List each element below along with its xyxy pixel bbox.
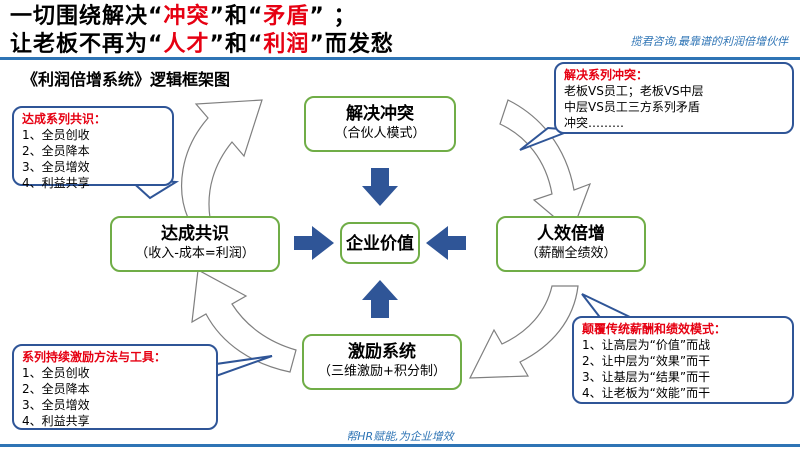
node-right-subtitle: （薪酬全绩效） bbox=[525, 246, 617, 261]
callout-bottom-left-item: 4、利益共享 bbox=[22, 414, 90, 428]
callout-top-left: 达成系列共识： 1、全员创收 2、全员降本 3、全员增效 4、利益共享 bbox=[12, 106, 174, 190]
curved-arrow-right-down bbox=[469, 285, 579, 379]
callout-bottom-right-item: 4、让老板为“效能”而干 bbox=[582, 386, 711, 400]
headline-2b: 人才 bbox=[163, 32, 210, 57]
node-left-subtitle: （收入-成本=利润） bbox=[135, 246, 255, 261]
footer-slogan: 帮HR赋能,为企业增效 bbox=[346, 430, 454, 443]
footer-divider bbox=[0, 444, 800, 447]
callout-top-left-item: 1、全员创收 bbox=[22, 128, 90, 142]
headline-2a: 让老板不再为“ bbox=[10, 32, 164, 57]
callout-top-right-item: 中层VS员工三方系列矛盾 bbox=[564, 100, 700, 114]
node-left-title: 达成共识 bbox=[161, 224, 229, 244]
callout-bottom-left: 系列持续激励方法与工具： 1、全员创收 2、全员降本 3、全员增效 4、利益共享 bbox=[12, 344, 218, 430]
callout-top-right-item: 冲突……… bbox=[564, 116, 625, 130]
headline-1c: ”和“ bbox=[209, 4, 264, 29]
callout-bottom-right-item: 1、让高层为“价值”而战 bbox=[582, 338, 711, 352]
callout-bottom-right-item: 3、让基层为“结果”而干 bbox=[582, 370, 711, 384]
callout-bottom-left-item: 3、全员增效 bbox=[22, 398, 90, 412]
headline-1e: ” ； bbox=[309, 4, 357, 29]
headline-line-2: 让老板不再为“人才”和“利润”而发愁 bbox=[10, 32, 394, 58]
headline-2d: 利润 bbox=[263, 32, 310, 57]
node-bottom-subtitle: （三维激励+积分制） bbox=[318, 364, 446, 379]
node-left: 达成共识 （收入-成本=利润） bbox=[110, 216, 280, 272]
callout-bottom-left-item: 1、全员创收 bbox=[22, 366, 90, 380]
node-right-title: 人效倍增 bbox=[537, 224, 605, 244]
headline-1b: 冲突 bbox=[163, 4, 210, 29]
arrow-left-to-center bbox=[426, 226, 466, 260]
callout-top-left-item: 4、利益共享 bbox=[22, 176, 90, 190]
arrow-right-to-center bbox=[294, 226, 334, 260]
headline-1a: 一切围绕解决“ bbox=[10, 4, 164, 29]
callout-top-left-item: 3、全员增效 bbox=[22, 160, 90, 174]
node-top-subtitle: （合伙人模式） bbox=[334, 126, 426, 141]
node-bottom-title: 激励系统 bbox=[348, 342, 416, 362]
headline-line-1: 一切围绕解决“冲突”和“矛盾” ； bbox=[10, 4, 357, 30]
callout-top-left-item: 2、全员降本 bbox=[22, 144, 90, 158]
callout-top-right-title: 解决系列冲突： bbox=[564, 68, 649, 82]
callout-bottom-right-title: 颠覆传统薪酬和绩效模式： bbox=[582, 322, 727, 336]
callout-bottom-left-item: 2、全员降本 bbox=[22, 382, 90, 396]
node-bottom: 激励系统 （三维激励+积分制） bbox=[302, 334, 462, 390]
headline-2c: ”和“ bbox=[209, 32, 264, 57]
arrow-down-to-center bbox=[362, 168, 398, 206]
node-center-title: 企业价值 bbox=[346, 234, 414, 254]
headline-1d: 矛盾 bbox=[263, 4, 310, 29]
node-right: 人效倍增 （薪酬全绩效） bbox=[496, 216, 646, 272]
brand-tagline: 揽君咨询,最靠谱的利润倍增伙伴 bbox=[630, 35, 789, 48]
header-divider bbox=[0, 57, 800, 60]
callout-bottom-right-item: 2、让中层为“效果”而干 bbox=[582, 354, 711, 368]
node-center: 企业价值 bbox=[340, 222, 420, 264]
diagram-subtitle: 《利润倍增系统》逻辑框架图 bbox=[22, 70, 231, 89]
callout-top-right: 解决系列冲突： 老板VS员工；老板VS中层 中层VS员工三方系列矛盾 冲突……… bbox=[554, 62, 794, 134]
arrow-up-to-center bbox=[362, 280, 398, 318]
curved-arrow-left-up bbox=[181, 99, 263, 219]
node-top-title: 解决冲突 bbox=[346, 104, 414, 124]
headline-2e: ”而发愁 bbox=[309, 32, 394, 57]
callout-top-right-item: 老板VS员工；老板VS中层 bbox=[564, 84, 704, 98]
node-top: 解决冲突 （合伙人模式） bbox=[304, 96, 456, 152]
callout-bottom-left-title: 系列持续激励方法与工具： bbox=[22, 350, 167, 364]
callout-top-left-title: 达成系列共识： bbox=[22, 112, 107, 126]
callout-bottom-right: 颠覆传统薪酬和绩效模式： 1、让高层为“价值”而战 2、让中层为“效果”而干 3… bbox=[572, 316, 794, 404]
